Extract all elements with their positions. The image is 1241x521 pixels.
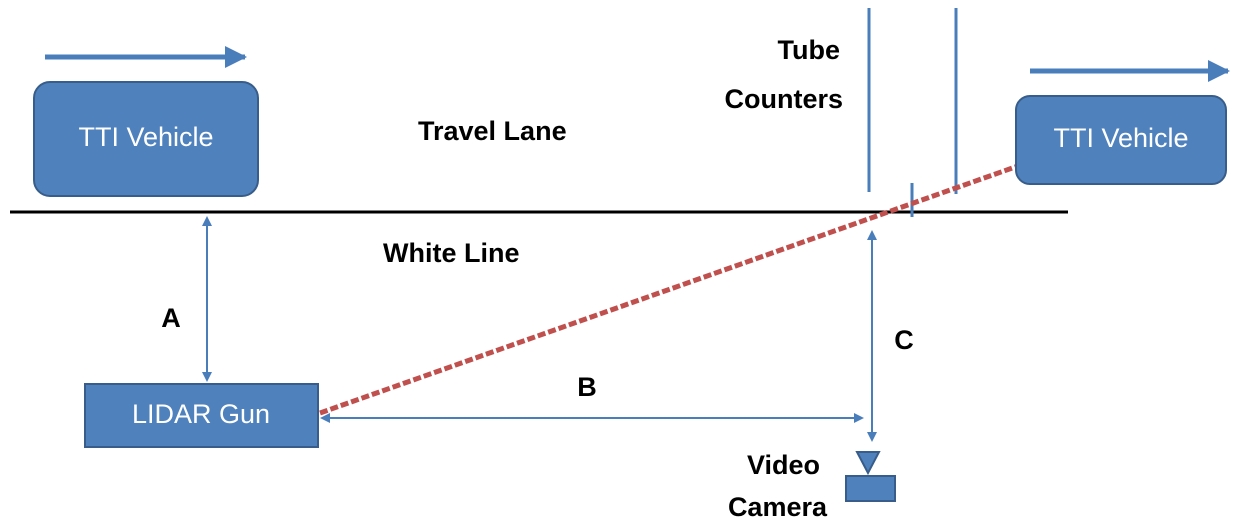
tti-vehicle-right-label: TTI Vehicle bbox=[1053, 123, 1188, 153]
travel-lane-label: Travel Lane bbox=[418, 116, 567, 146]
distance-b-label: B bbox=[577, 372, 597, 402]
tti-vehicle-right: TTI Vehicle bbox=[1015, 95, 1227, 185]
distance-c-label: C bbox=[894, 325, 914, 355]
tti-vehicle-left-label: TTI Vehicle bbox=[78, 122, 213, 152]
tti-vehicle-left: TTI Vehicle bbox=[33, 81, 259, 197]
tube-counters-label-line2: Counters bbox=[724, 84, 843, 114]
tube-counters-label-line1: Tube bbox=[778, 35, 841, 65]
white-line-label: White Line bbox=[383, 238, 520, 268]
video-camera-icon bbox=[845, 451, 896, 502]
distance-a-label: A bbox=[161, 303, 181, 333]
video-camera-label-line2: Camera bbox=[728, 492, 828, 521]
video-camera-label-line1: Video bbox=[747, 450, 820, 480]
lidar-gun-label: LIDAR Gun bbox=[132, 399, 270, 429]
lidar-sight-line bbox=[319, 163, 1019, 416]
lidar-gun: LIDAR Gun bbox=[84, 383, 319, 448]
